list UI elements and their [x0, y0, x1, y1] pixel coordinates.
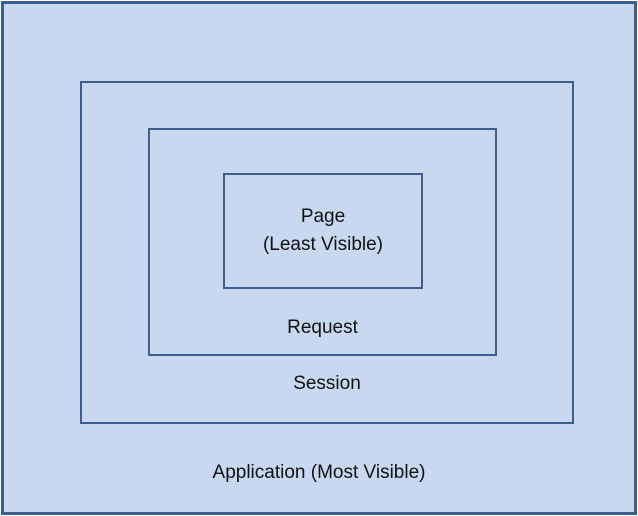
- session-scope-label: Session: [293, 373, 361, 394]
- request-scope-label: Request: [287, 317, 358, 338]
- page-scope-label: Page (Least Visible): [223, 203, 423, 259]
- session-scope-box: [80, 81, 574, 424]
- application-scope-label: Application (Most Visible): [212, 462, 426, 483]
- page-scope-box: [223, 173, 423, 289]
- request-scope-box: [148, 128, 497, 356]
- page-scope-label-line1: Page: [300, 206, 346, 227]
- page-scope-label-line2: (Least Visible): [262, 234, 384, 255]
